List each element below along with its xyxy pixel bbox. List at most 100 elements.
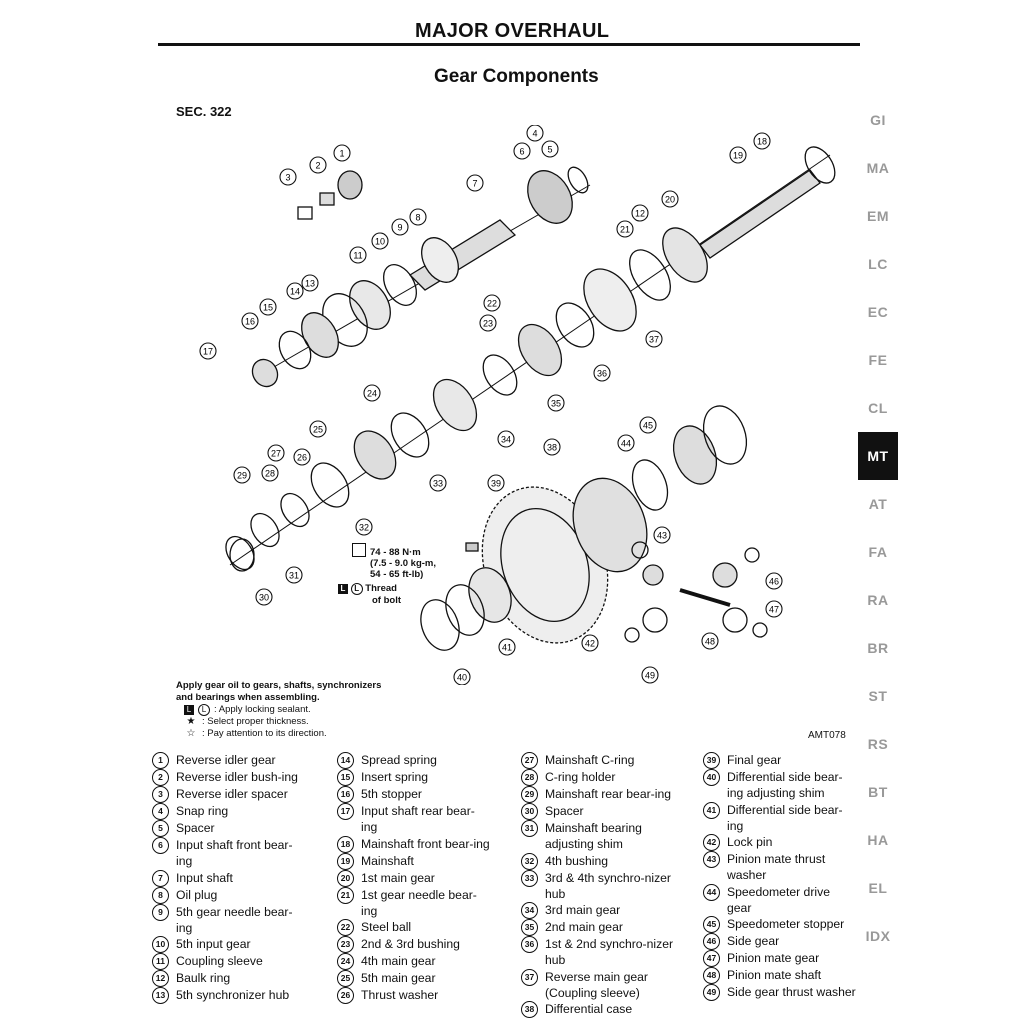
section-tab-ma[interactable]: MA (866, 160, 890, 176)
part-number-badge: 25 (337, 970, 354, 988)
part-number-badge: 35 (521, 919, 538, 937)
part-name: Final gear (727, 753, 782, 767)
callout-49: 49 (641, 666, 659, 684)
callout-32: 32 (355, 518, 373, 536)
section-tab-st[interactable]: ST (868, 688, 888, 704)
part-name: Snap ring (176, 804, 229, 818)
callout-label: 21 (620, 225, 630, 235)
callout-25: 25 (309, 420, 327, 438)
callout-label: 37 (649, 335, 659, 345)
part-number-badge: 32 (521, 852, 538, 870)
callout-label: 39 (491, 479, 501, 489)
torque-wrench-icon (352, 543, 366, 557)
section-tab-at[interactable]: AT (868, 496, 888, 512)
section-tab-bt[interactable]: BT (868, 784, 888, 800)
page-heading: Gear Components (434, 66, 599, 87)
section-tab-ec[interactable]: EC (867, 304, 889, 320)
callout-3: 3 (279, 168, 297, 186)
section-tab-el[interactable]: EL (868, 880, 888, 896)
section-tab-idx[interactable]: IDX (865, 928, 891, 944)
part-name: Reverse idler spacer (176, 787, 288, 801)
note-thickness-row: ★ : Select proper thickness. (176, 716, 381, 728)
section-tab-fe[interactable]: FE (868, 352, 888, 368)
section-tab-lc[interactable]: LC (868, 256, 888, 272)
part-number-badge: 30 (521, 803, 538, 820)
callout-39: 39 (487, 474, 505, 492)
part-name: 5th input gear (176, 937, 251, 952)
section-tab-ha[interactable]: HA (867, 832, 889, 848)
thread-label: Thread (365, 583, 397, 594)
callout-8: 8 (409, 208, 427, 226)
part-name: Input shaft front bear-ing (176, 838, 293, 869)
callout-35: 35 (547, 394, 565, 412)
callout-40: 40 (453, 668, 471, 685)
part-name: Lock pin (727, 835, 773, 850)
section-tab-ra[interactable]: RA (867, 592, 889, 608)
part-name: Pinion mate gear (727, 951, 820, 966)
callout-label: 4 (532, 129, 537, 139)
section-tab-em[interactable]: EM (867, 208, 889, 224)
section-tab-rs[interactable]: RS (867, 736, 889, 752)
part-name: Reverse idler bush-ing (176, 770, 298, 784)
callout-label: 7 (472, 179, 477, 189)
section-tab-gi[interactable]: GI (870, 112, 886, 128)
part-name: Mainshaft rear bear-ing (545, 787, 671, 801)
part-number-badge: 6 (152, 837, 169, 854)
locking-l-icon: L (198, 704, 210, 716)
callout-28: 28 (261, 464, 279, 482)
part-name: Spread spring (361, 753, 437, 767)
part-number-badge: 33 (521, 869, 538, 887)
part-name: Reverse main gear (Coupling sleeve) (545, 969, 648, 1001)
callout-label: 33 (433, 479, 443, 489)
locking-l-icon: L (350, 583, 363, 595)
part-number-badge: 40 (703, 769, 720, 786)
note-gear-oil: Apply gear oil to gears, shafts, synchro… (176, 680, 382, 691)
part-number-badge: 4 (152, 803, 169, 820)
part-name: Speedometer drive gear (727, 884, 830, 916)
part-name: Pinion mate thrust washer (727, 852, 826, 883)
callout-17: 17 (199, 342, 217, 360)
sealant-icon: L (184, 705, 194, 715)
callout-label: 41 (502, 643, 512, 653)
part-name: 5th synchronizer hub (176, 988, 290, 1003)
torque-value: 74 - 88 N·m (370, 547, 421, 558)
part-item: 30 Spacer (521, 803, 675, 820)
callout-label: 2 (315, 161, 320, 171)
part-name: Spacer (545, 804, 584, 818)
callout-30: 30 (255, 588, 273, 606)
section-tab-cl[interactable]: CL (868, 400, 888, 416)
section-tab-br[interactable]: BR (867, 640, 889, 656)
callout-label: 9 (397, 223, 402, 233)
callout-29: 29 (233, 466, 251, 484)
part-name: 1st gear needle bear-ing (361, 887, 477, 918)
part-name: 2nd & 3rd bushing (361, 937, 460, 952)
star-filled-icon: ★ (186, 716, 196, 727)
callout-label: 42 (585, 639, 595, 649)
part-name: 1st & 2nd synchro-nizer hub (545, 937, 674, 968)
callout-4: 4 (526, 125, 544, 142)
section-tab-mt[interactable]: MT (858, 432, 898, 480)
section-tab-fa[interactable]: FA (868, 544, 888, 560)
callout-1: 1 (333, 144, 351, 162)
part-name: 5th gear needle bear-ing (176, 904, 293, 935)
